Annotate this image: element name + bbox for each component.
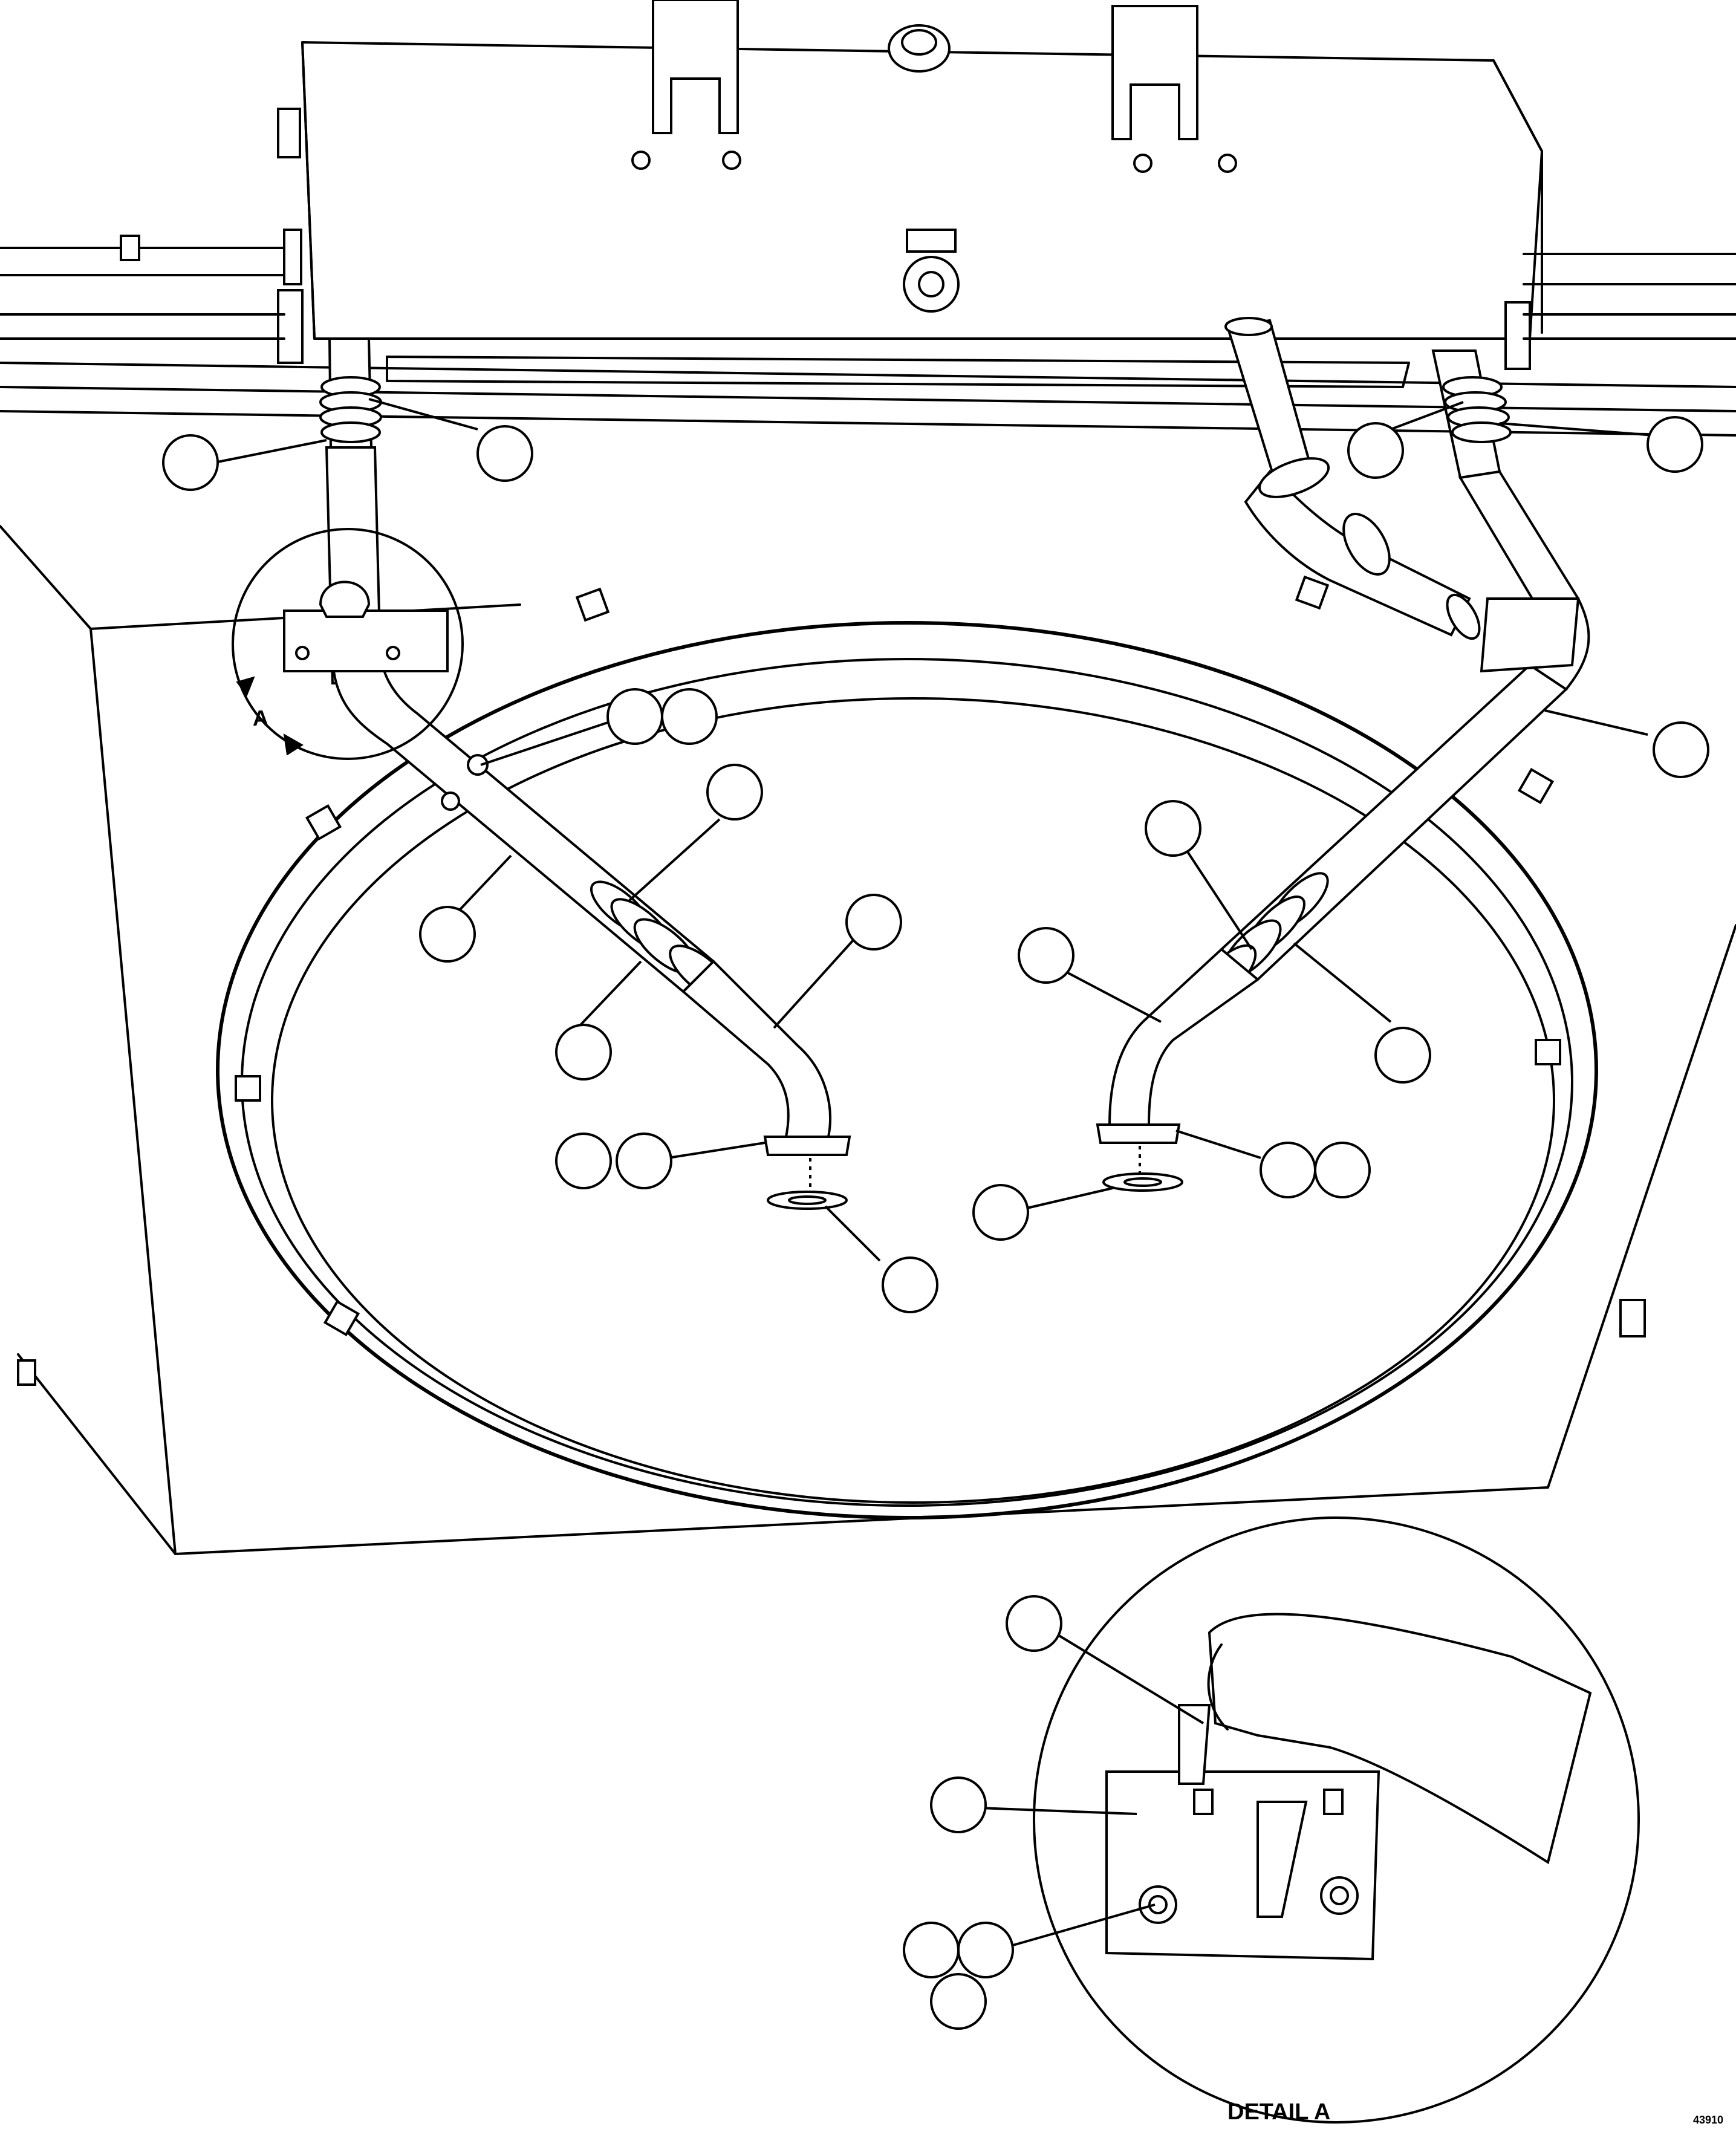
callout-balloon (419, 906, 476, 963)
callout-balloon (555, 1024, 612, 1081)
right-exhaust-pipe (1096, 349, 1590, 1192)
callout-balloon (845, 894, 902, 951)
callout-balloon (1653, 721, 1709, 778)
callout-balloon (555, 1133, 612, 1189)
detail-a-view (1033, 1516, 1640, 2124)
callout-balloon (1374, 1027, 1431, 1084)
callout-balloon (930, 1973, 987, 2030)
callout-balloon (1018, 927, 1074, 984)
view-letter-label: A (253, 706, 268, 730)
callout-balloon (1260, 1142, 1316, 1198)
callout-balloon (1314, 1142, 1371, 1198)
callout-balloon (606, 688, 663, 745)
pipe-bracket (283, 580, 449, 672)
detail-locator: A (232, 528, 464, 760)
callout-balloon (661, 688, 718, 745)
leader-lines (214, 398, 1654, 1948)
callout-balloon (706, 764, 763, 821)
fan-shroud (216, 575, 1598, 1519)
callout-balloon (882, 1256, 938, 1313)
callout-balloon (1347, 422, 1404, 479)
callout-balloon (930, 1776, 987, 1833)
callout-balloon (1145, 800, 1201, 857)
callout-balloon (972, 1184, 1029, 1241)
radiator-cabinet (0, 525, 1736, 1555)
top-housing (277, 0, 1543, 370)
callout-balloon (616, 1133, 672, 1189)
callouts-detail (903, 1595, 1062, 2030)
left-bellows-coupling (319, 376, 382, 443)
drawing-number: 43910 (1693, 2114, 1723, 2126)
callout-balloon (1006, 1595, 1062, 1652)
coolant-hose (1224, 317, 1481, 640)
detail-caption: DETAIL A (1227, 2099, 1330, 2125)
callouts-main (162, 416, 1709, 1313)
right-bellows-coupling (1442, 376, 1512, 443)
callout-balloon (903, 1922, 960, 1978)
callout-balloon (162, 434, 219, 491)
callout-balloon (476, 425, 533, 482)
callout-balloon (1647, 416, 1703, 473)
callout-balloon (957, 1922, 1014, 1978)
